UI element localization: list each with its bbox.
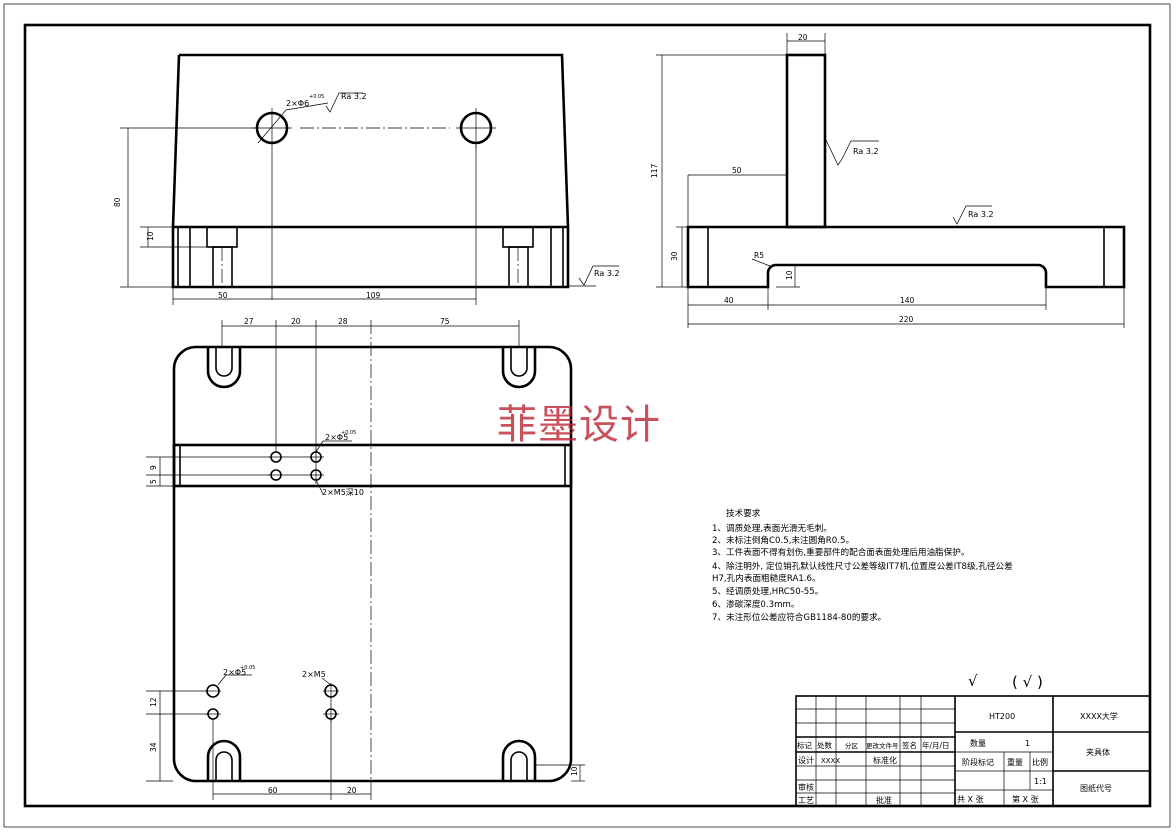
dim-side-r5: R5 [754,251,764,260]
tb-sheets-total: 共 X 张 [957,795,984,804]
tech-req-item: H7,孔内表面粗糙度RA1.6。 [712,572,821,584]
tech-req-item: 6、渗碳深度0.3mm。 [712,598,799,610]
top-plate-outline [172,345,573,783]
roughness-symbol-base [952,205,992,225]
roughness-side-rib: Ra 3.2 [853,147,879,156]
dim-top-75: 75 [440,317,450,326]
dim-top-20: 20 [291,317,301,326]
dim-front-109: 109 [366,291,381,300]
tb-designer-label: 设计 [798,755,814,765]
dim-top-28: 28 [338,317,348,326]
general-roughness-paren: ( √ ) [1012,673,1043,691]
counterbore-right [502,226,534,248]
tb-weight-label: 重量 [1007,757,1023,767]
dim-side-50: 50 [732,166,742,175]
note-hole-lower: 2×Φ5 [223,668,246,677]
dim-front-80: 80 [113,197,122,207]
dim-side-10: 10 [785,270,794,280]
dim-front-10: 10 [146,231,155,241]
dim-top-34: 34 [149,742,158,752]
tb-check-label: 审核 [798,782,814,792]
dim-side-30: 30 [670,251,679,261]
dim-side-117: 117 [650,163,659,178]
roughness-symbol-bottom [578,265,619,286]
front-view [120,53,619,305]
watermark: 菲墨设计 [497,402,661,448]
roughness-symbol-top [325,92,363,113]
tb-rev-header: 标记 [797,740,812,750]
dim-top-5: 5 [149,479,158,484]
note-hole-lower-tol: +0.05 [240,665,255,671]
dim-top-27: 27 [244,317,254,326]
top-view [146,320,585,800]
slot-top-left [206,347,242,389]
tb-part-name: 夹具体 [1086,747,1110,757]
dim-side-20: 20 [798,33,808,42]
tech-req-item: 7、未注形位公差应符合GB1184-80的要求。 [712,611,886,623]
tech-req-item: 3、工件表面不得有划伤,重要部件的配合面表面处理后用油脂保护。 [712,546,969,558]
tb-scale-label: 比例 [1032,757,1048,767]
roughness-symbol-rib [824,137,879,166]
tb-rev-header: 处数 [817,740,832,750]
tech-req-item: 2、未标注倒角C0.5,未注圆角R0.5。 [712,534,854,546]
tb-drawing-no-label: 图纸代号 [1080,783,1112,793]
roughness-front-bottom: Ra 3.2 [594,269,620,278]
note-thread-lower: 2×M5 [302,670,326,679]
tb-designer: XXXX [821,757,840,765]
tb-scale-value: 1:1 [1034,777,1047,786]
tech-req-item: 4、除注明外, 定位销孔默认线性尺寸公差等级IT7机,位置度公差IT8级,孔径公… [712,560,1013,572]
roughness-side-base: Ra 3.2 [968,210,994,219]
dim-top-60: 60 [268,786,278,795]
tb-process-label: 工艺 [798,796,814,805]
rib-band [172,443,573,488]
dim-front-50: 50 [218,291,228,300]
note-hole-upper: 2×Φ5 [325,433,348,442]
dim-top-12: 12 [149,697,158,707]
tb-rev-header: 分区 [845,741,859,750]
slot-top-right [501,347,537,389]
hole-tol-front: +0.05 [309,94,324,100]
tech-req-item: 1、调质处理,表面光滑无毛刺。 [712,522,832,534]
tb-standardization-label: 标准化 [873,755,897,765]
outer-border [3,3,1171,828]
slot-bottom-right [501,739,537,781]
slot-bottom-left [206,739,242,781]
tb-rev-header: 年/月/日 [922,740,950,750]
tech-req-item: 5、经调质处理,HRC50-55。 [712,585,823,597]
tb-material: HT200 [989,712,1015,721]
tb-school: XXXX大学 [1080,711,1118,721]
side-base-outline [686,225,1126,289]
inner-frame [23,23,1152,808]
dim-top-10: 10 [570,766,579,776]
general-roughness-symbol: √ [968,672,978,690]
counterbore-left [206,226,238,248]
tb-rev-header: 更改文件号 [866,741,899,750]
note-hole-upper-tol: +0.05 [341,430,356,436]
dim-side-220: 220 [899,315,914,324]
dim-top-20b: 20 [347,786,357,795]
tb-qty-label: 数量 [970,738,986,748]
dim-side-40: 40 [724,296,734,305]
roughness-front-top: Ra 3.2 [341,92,367,101]
tb-stage-label: 阶段标记 [962,757,994,767]
note-thread-upper: 2×M5深10 [322,488,364,497]
tb-rev-header: 签名 [902,740,917,750]
hole-note-front: 2×Φ6 [286,99,309,108]
tech-req-title: 技术要求 [726,507,761,519]
dim-side-140: 140 [900,296,915,305]
tb-sheet-no: 第 X 张 [1012,794,1039,804]
side-view [656,33,1126,328]
tb-qty-value: 1 [1025,739,1030,748]
tb-approve-label: 批准 [876,795,892,805]
side-rib [785,53,827,229]
dim-top-9: 9 [149,465,158,470]
title-block [795,695,1151,807]
